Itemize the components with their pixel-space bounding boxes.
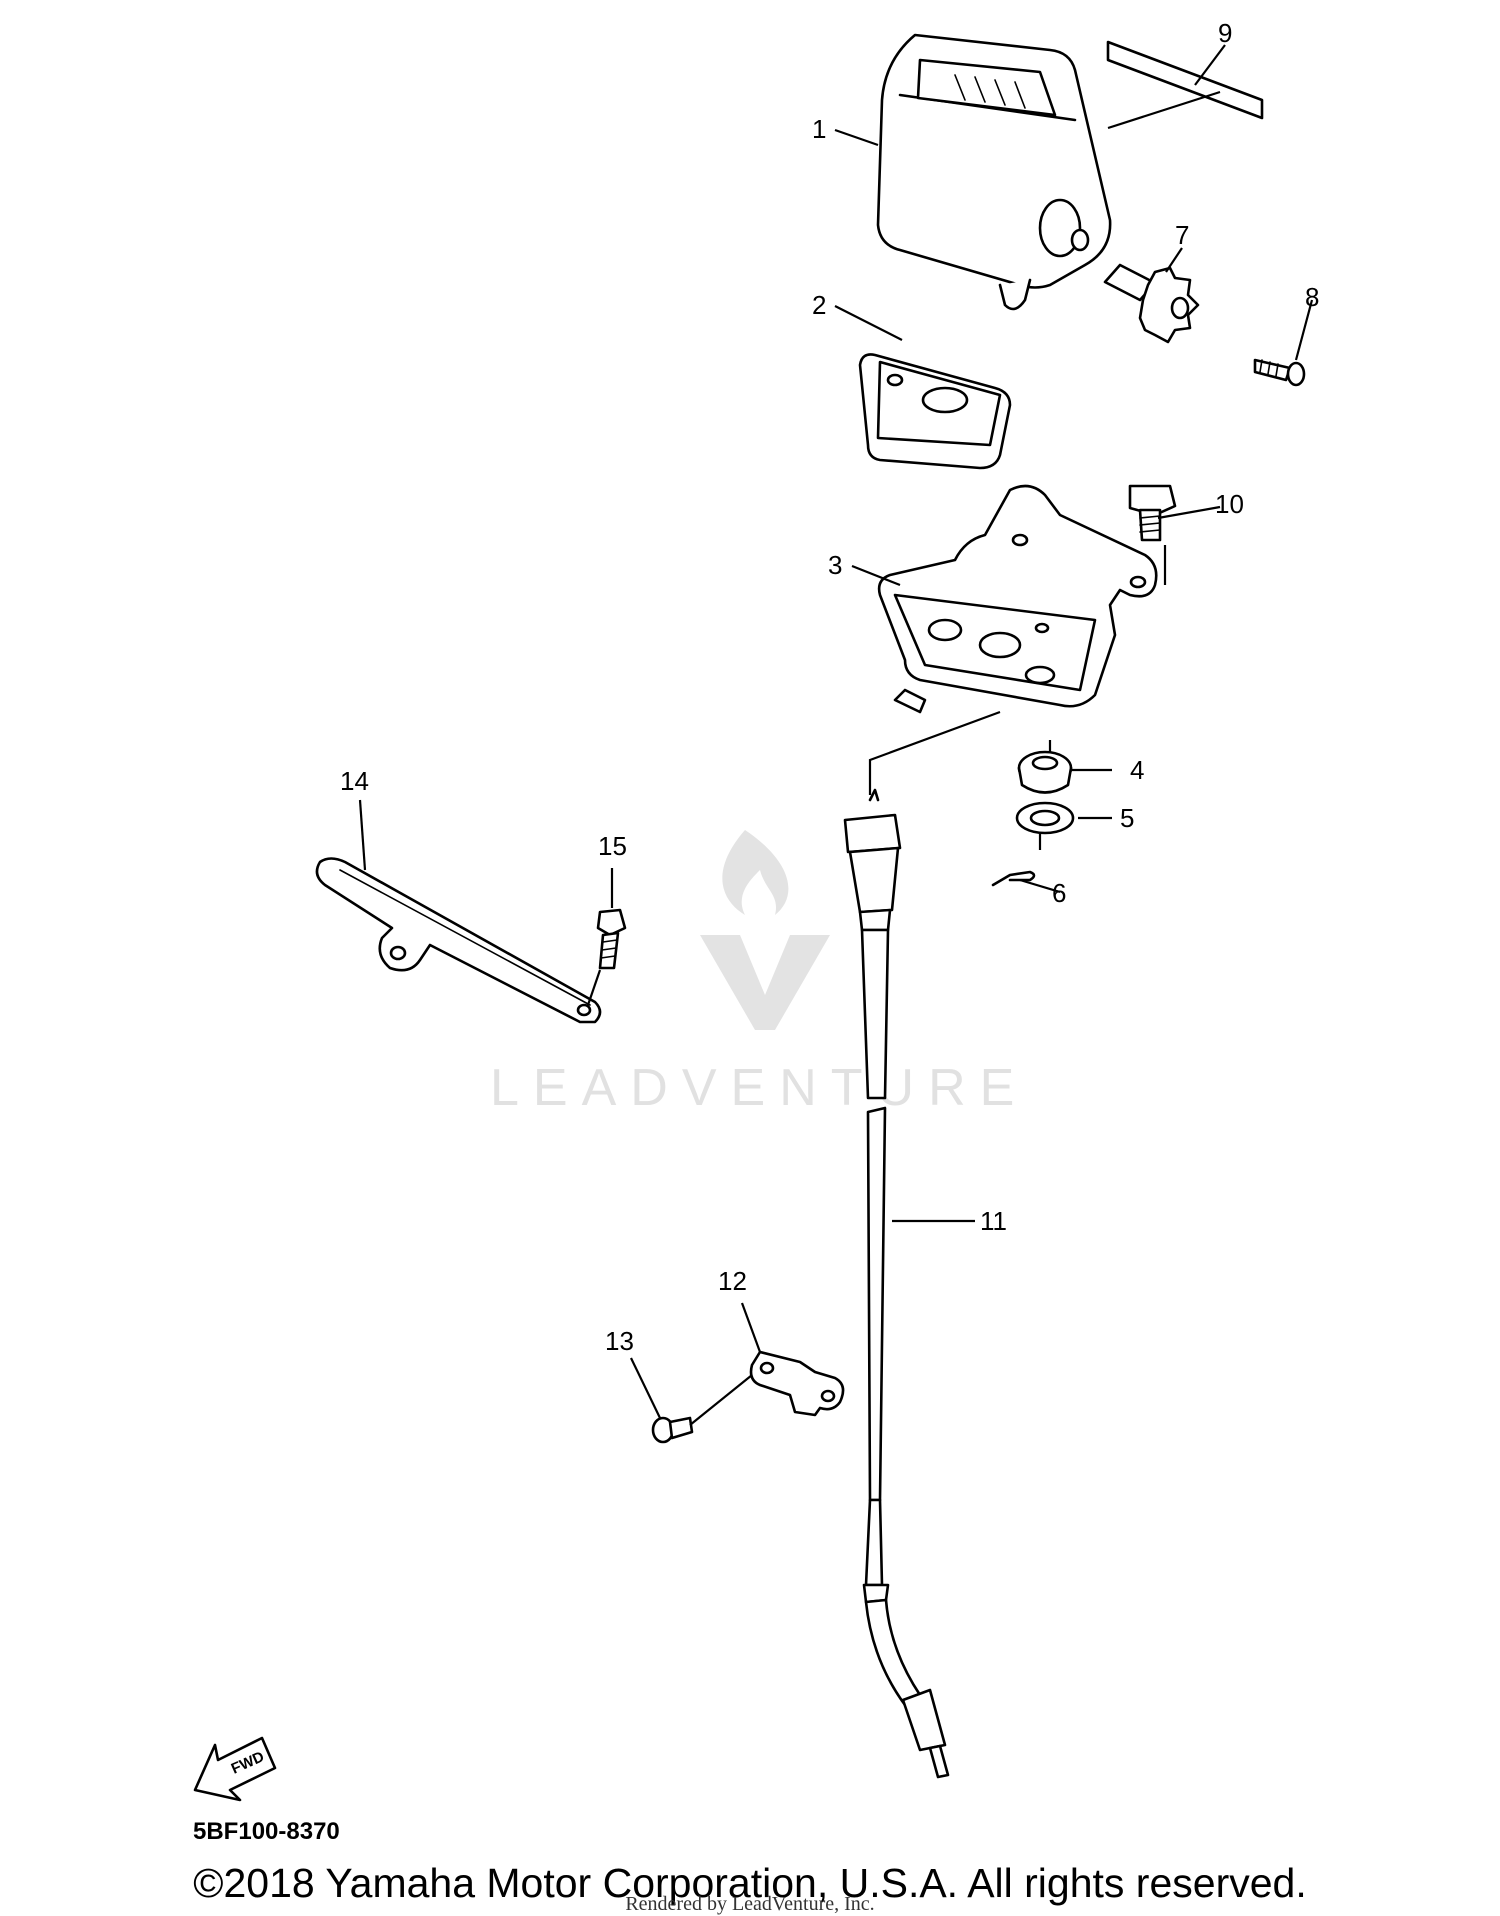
cable-clamp [749,1350,845,1417]
speedometer-cable [843,788,950,1779]
part-label-9: 9 [1218,18,1232,48]
drive-gear [1103,263,1200,344]
part-label-13: 13 [605,1326,634,1356]
copyright-text: ©2018 Yamaha Motor Corporation, U.S.A. A… [193,1860,1307,1906]
part-label-1: 1 [812,114,826,144]
part-labels: 1 2 3 4 5 6 7 8 9 10 11 12 13 14 15 [340,18,1319,1356]
rendered-by-text: Rendered by LeadVenture, Inc. [625,1893,875,1915]
watermark-logo [700,830,830,1030]
screw-8 [1253,358,1306,387]
bolt-10 [1128,484,1177,542]
washer [1015,801,1075,835]
part-label-11: 11 [980,1206,1007,1236]
meter-assembly [876,33,1112,311]
part-label-8: 8 [1305,282,1319,312]
part-label-14: 14 [340,766,369,796]
part-label-2: 2 [812,290,826,320]
part-label-7: 7 [1175,220,1189,250]
part-label-15: 15 [598,831,627,861]
grommet [1017,750,1073,794]
strip [1106,40,1264,120]
fwd-arrow: FWD [193,1736,277,1802]
diagram-code: 5BF100-8370 [193,1818,340,1845]
part-label-6: 6 [1052,878,1066,908]
bolt-15 [596,908,627,970]
meter-cover [858,353,1012,470]
part-label-5: 5 [1120,803,1134,833]
screw-13 [651,1416,694,1444]
part-label-12: 12 [718,1266,747,1296]
part-label-10: 10 [1215,489,1244,519]
leader-lines [358,44,1314,1426]
part-label-3: 3 [828,550,842,580]
cotter-pin [991,870,1036,887]
meter-stay [315,857,602,1024]
part-label-4: 4 [1130,755,1144,785]
meter-bracket [877,484,1158,714]
watermark-text: LEADVENTURE [490,1059,1029,1117]
